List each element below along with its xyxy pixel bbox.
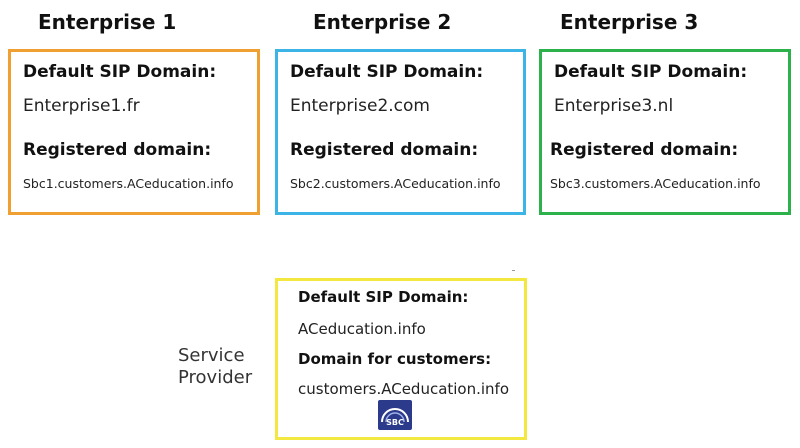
enterprise-2-title: Enterprise 2	[313, 10, 452, 34]
service-provider-label: Service Provider	[178, 345, 252, 389]
domain-for-customers-value: customers.ACeducation.info	[298, 380, 510, 398]
enterprise-1-title: Enterprise 1	[38, 10, 177, 34]
registered-domain-label: Registered domain:	[290, 140, 479, 160]
sbc-logo-text: SBC	[386, 418, 404, 427]
default-sip-domain-value: Enterprise1.fr	[23, 96, 140, 116]
registered-domain-label: Registered domain:	[550, 140, 739, 160]
default-sip-domain-label: Default SIP Domain:	[290, 62, 484, 82]
divider-mark	[512, 270, 515, 271]
default-sip-domain-label: Default SIP Domain:	[554, 62, 748, 82]
default-sip-domain-value: Enterprise2.com	[290, 96, 430, 116]
domain-for-customers-label: Domain for customers:	[298, 350, 492, 368]
default-sip-domain-value: Enterprise3.nl	[554, 96, 674, 116]
registered-domain-value: Sbc3.customers.ACeducation.info	[550, 176, 761, 191]
enterprise-2-box: Default SIP Domain: Enterprise2.com Regi…	[275, 49, 526, 215]
enterprise-1-box: Default SIP Domain: Enterprise1.fr Regis…	[8, 49, 260, 215]
enterprise-3-title: Enterprise 3	[560, 10, 699, 34]
sbc-logo-icon: SBC	[378, 400, 412, 430]
registered-domain-value: Sbc2.customers.ACeducation.info	[290, 176, 501, 191]
registered-domain-label: Registered domain:	[23, 140, 212, 160]
default-sip-domain-label: Default SIP Domain:	[23, 62, 217, 82]
default-sip-domain-value: ACeducation.info	[298, 320, 426, 338]
registered-domain-value: Sbc1.customers.ACeducation.info	[23, 176, 234, 191]
service-provider-label-line1: Service	[178, 345, 245, 366]
default-sip-domain-label: Default SIP Domain:	[298, 288, 469, 306]
service-provider-label-line2: Provider	[178, 367, 253, 388]
enterprise-3-box: Default SIP Domain: Enterprise3.nl Regis…	[539, 49, 791, 215]
